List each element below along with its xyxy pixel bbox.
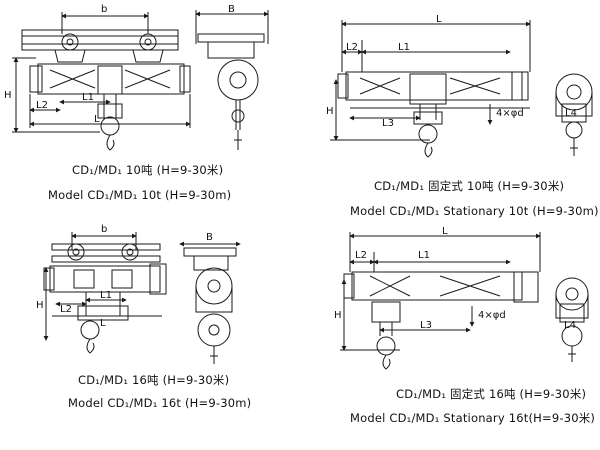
panel-16t-stationary-drawing [340, 232, 541, 370]
dim-L3-label-4: L3 [420, 320, 432, 331]
panel-16t-drawing [43, 232, 167, 354]
dim-L-label-2: L [436, 14, 442, 25]
panel-16t-side-view [179, 241, 241, 364]
dim-L-label-1: L [94, 114, 100, 125]
dim-b-label-3: b [101, 224, 107, 235]
panel-10t-drawing [12, 12, 191, 151]
caption-10t-stationary-cn: CD₁/MD₁ 固定式 10吨 (H=9-30米) [374, 179, 565, 193]
dim-L1-label-2: L1 [398, 42, 410, 53]
panel-10t-stationary-side-view [555, 73, 593, 156]
caption-10t-stationary-en: Model CD₁/MD₁ Stationary 10t (H=9-30m) [350, 204, 599, 218]
panel-16t-stationary-side-view [555, 277, 589, 362]
caption-16t-en: Model CD₁/MD₁ 16t (H=9-30m) [68, 396, 252, 410]
dim-H-label-4: H [334, 310, 342, 321]
dim-L2-label-1: L2 [36, 100, 48, 111]
dim-H-label-2: H [326, 106, 334, 117]
dim-B-label-3: B [206, 232, 213, 243]
dim-L-label-3: L [100, 318, 106, 329]
dim-L2-label-2: L2 [346, 42, 358, 53]
caption-16t-stationary-cn: CD₁/MD₁ 固定式 16吨 (H=9-30米) [396, 387, 587, 401]
dim-4phid-label-4: 4×φd [478, 310, 506, 321]
caption-16t-stationary-en: Model CD₁/MD₁ Stationary 16t(H=9-30米) [350, 411, 596, 425]
dim-b-label-1: b [101, 4, 107, 15]
dim-L2-label-3: L2 [60, 304, 72, 315]
dim-L2-label-4: L2 [355, 250, 367, 261]
dim-B-label-1: B [228, 4, 235, 15]
dim-L1-label-1: L1 [82, 92, 94, 103]
dim-H-label-1: H [4, 90, 12, 101]
caption-10t-en: Model CD₁/MD₁ 10t (H=9-30m) [48, 188, 232, 202]
dim-L3-label-2: L3 [382, 118, 394, 129]
caption-16t-cn: CD₁/MD₁ 16吨 (H=9-30米) [78, 373, 230, 387]
dim-4phid-label-2: 4×φd [496, 108, 524, 119]
dim-L4-label-4: L4 [564, 320, 576, 331]
panel-10t-side-view [195, 10, 269, 150]
dim-H-label-3: H [36, 300, 44, 311]
dim-L4-label-2: L4 [565, 108, 577, 119]
caption-10t-cn: CD₁/MD₁ 10吨 (H=9-30米) [72, 163, 224, 177]
dim-L1-label-4: L1 [418, 250, 430, 261]
dim-L-label-4: L [442, 226, 448, 237]
dim-L1-label-3: L1 [100, 290, 112, 301]
panel-10t-stationary-drawing [330, 20, 531, 158]
